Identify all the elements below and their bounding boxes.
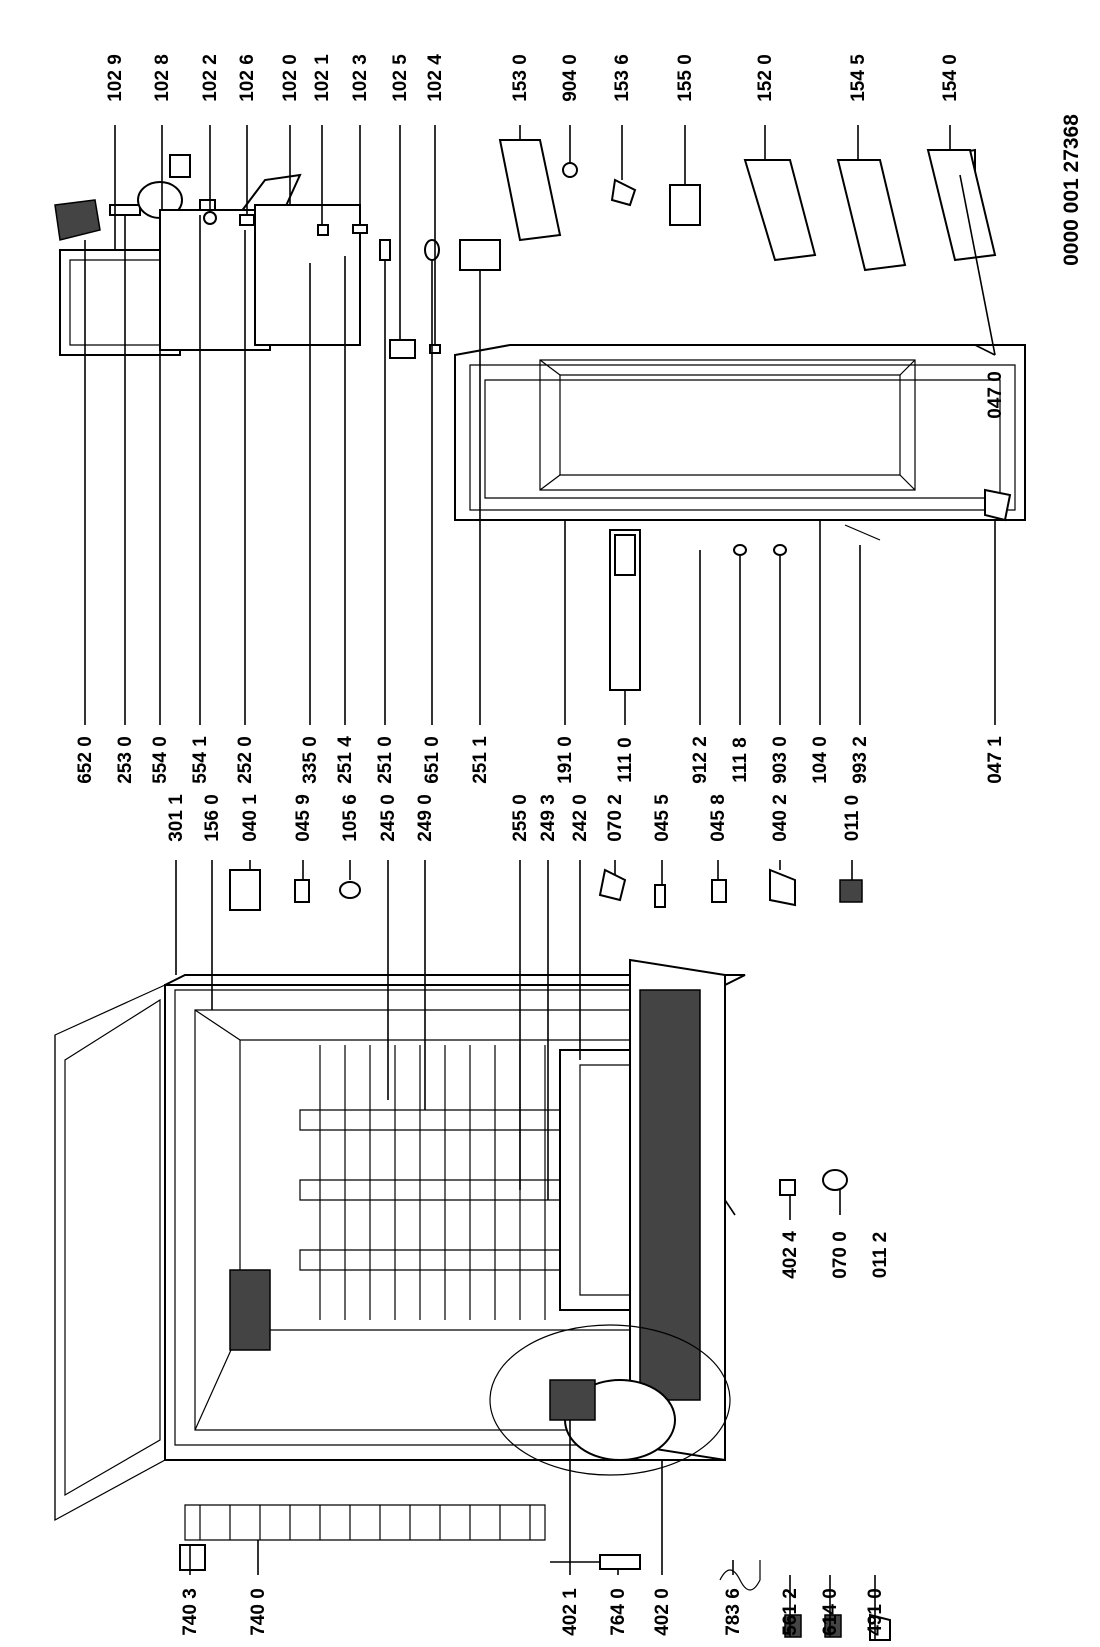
label-111-0: 111 0 — [615, 737, 636, 782]
label-402-4: 402 4 — [780, 1231, 801, 1279]
label-102-6: 102 6 — [237, 54, 258, 102]
label-104-0: 104 0 — [810, 736, 831, 784]
door-bins — [498, 139, 997, 272]
label-040-2: 040 2 — [770, 794, 791, 842]
label-402-1: 402 1 — [560, 1588, 581, 1636]
label-111-8: 111 8 — [730, 737, 751, 782]
label-993-2: 993 2 — [850, 736, 871, 784]
loose-parts-left — [229, 868, 891, 1641]
label-561-2: 561 2 — [780, 1588, 801, 1636]
label-251-0: 251 0 — [375, 736, 396, 784]
label-154-0: 154 0 — [940, 54, 961, 102]
label-047-1: 047 1 — [985, 736, 1006, 784]
label-783-6: 783 6 — [723, 1588, 744, 1636]
label-102-8: 102 8 — [152, 54, 173, 102]
label-102-0: 102 0 — [280, 54, 301, 102]
label-252-0: 252 0 — [235, 736, 256, 784]
label-903-0: 903 0 — [770, 736, 791, 784]
label-652-0: 652 0 — [75, 736, 96, 784]
label-255-0: 255 0 — [510, 794, 531, 842]
label-251-4: 251 4 — [335, 736, 356, 784]
label-249-0: 249 0 — [415, 794, 436, 842]
label-155-0: 155 0 — [675, 54, 696, 102]
label-011-0: 011 0 — [842, 795, 863, 842]
label-301-1: 301 1 — [166, 794, 187, 842]
label-047-0: 047 0 — [985, 371, 1006, 419]
shelf-covers — [59, 204, 441, 359]
label-045-5: 045 5 — [652, 794, 673, 842]
label-011-2: 011 2 — [870, 1232, 891, 1279]
label-242-0: 242 0 — [570, 794, 591, 842]
label-740-0: 740 0 — [248, 1588, 269, 1636]
label-554-0: 554 0 — [150, 736, 171, 784]
leader-lines — [84, 125, 996, 1640]
label-102-3: 102 3 — [350, 54, 371, 102]
cabinet-drawing — [54, 958, 761, 1591]
label-904-0: 904 0 — [560, 54, 581, 102]
label-764-0: 764 0 — [608, 1588, 629, 1636]
label-153-6: 153 6 — [612, 54, 633, 102]
label-105-6: 105 6 — [340, 794, 361, 842]
label-154-5: 154 5 — [848, 54, 869, 102]
label-045-8: 045 8 — [708, 794, 729, 842]
label-070-2: 070 2 — [605, 794, 626, 842]
label-251-1: 251 1 — [470, 736, 491, 784]
label-153-0: 153 0 — [510, 54, 531, 102]
label-651-0: 651 0 — [422, 736, 443, 784]
label-491-0: 491 0 — [865, 1588, 886, 1636]
label-554-1: 554 1 — [190, 736, 211, 784]
label-045-9: 045 9 — [293, 794, 314, 842]
label-249-3: 249 3 — [538, 794, 559, 842]
part-labels: 301 1 156 0 040 1 045 9 105 6 245 0 249 … — [75, 54, 1006, 1636]
label-102-1: 102 1 — [312, 54, 333, 102]
label-102-2: 102 2 — [200, 54, 221, 102]
label-102-5: 102 5 — [390, 54, 411, 102]
label-152-0: 152 0 — [755, 54, 776, 102]
label-253-0: 253 0 — [115, 736, 136, 784]
label-402-0: 402 0 — [652, 1588, 673, 1636]
document-code: 0000 001 27368 — [1060, 114, 1083, 266]
label-912-2: 912 2 — [690, 736, 711, 784]
label-614-0: 614 0 — [820, 1588, 841, 1636]
label-070-0: 070 0 — [830, 1231, 851, 1279]
label-156-0: 156 0 — [202, 794, 223, 842]
label-740-3: 740 3 — [180, 1588, 201, 1636]
label-335-0: 335 0 — [300, 736, 321, 784]
door-drawing — [454, 344, 1026, 691]
label-191-0: 191 0 — [555, 736, 576, 784]
label-040-1: 040 1 — [240, 794, 261, 842]
label-245-0: 245 0 — [378, 794, 399, 842]
label-102-4: 102 4 — [425, 54, 446, 102]
label-102-9: 102 9 — [105, 54, 126, 102]
